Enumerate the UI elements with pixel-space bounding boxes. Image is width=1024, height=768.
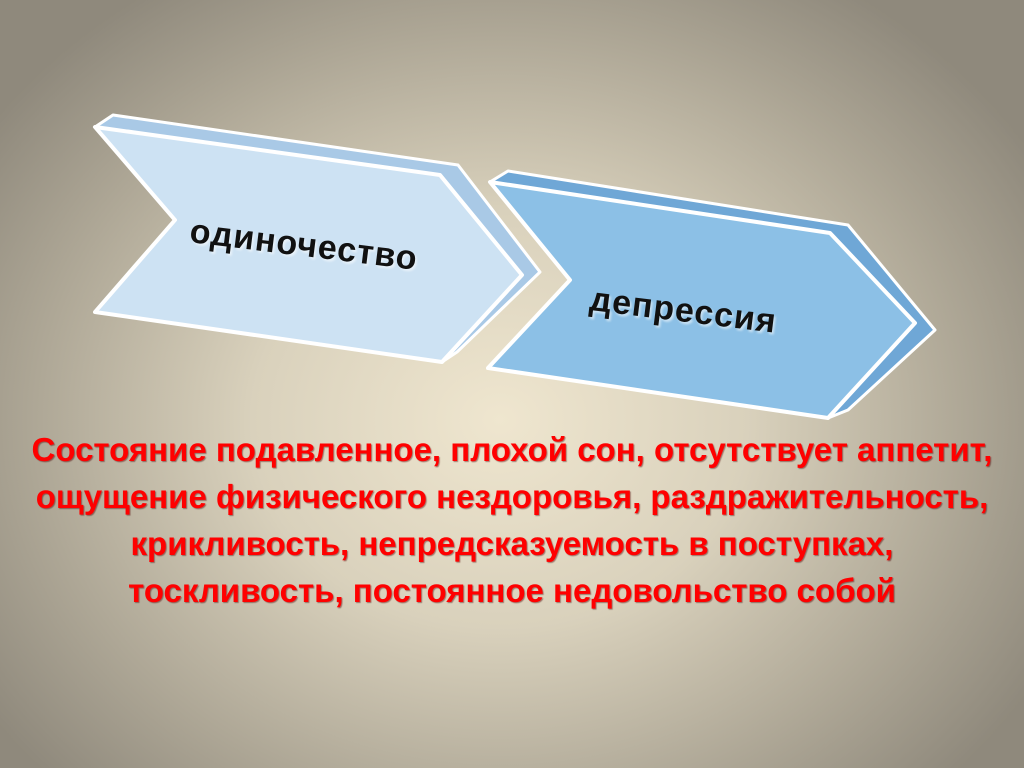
arrow-step-1	[93, 113, 542, 364]
description-text: Состояние подавленное, плохой сон, отсут…	[31, 431, 993, 609]
arrow-step-2-face	[486, 180, 917, 420]
arrow-step-2	[486, 169, 937, 420]
arrow-step-1-face	[93, 125, 524, 364]
